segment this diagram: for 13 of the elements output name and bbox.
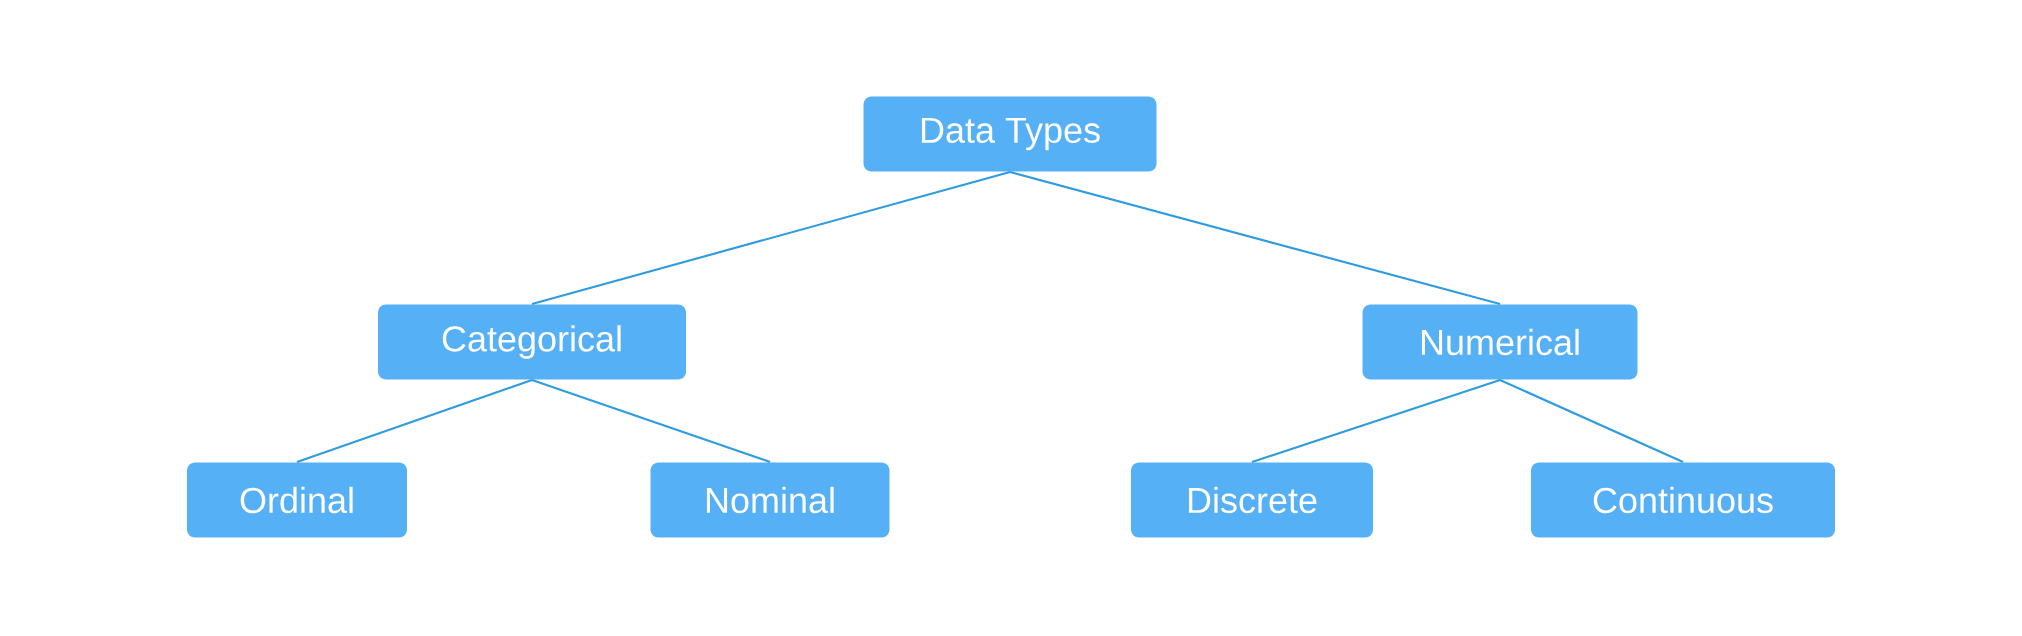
category-box: Numerical	[1362, 304, 1638, 380]
connector-line	[531, 171, 1011, 305]
category-box: Continuous	[1531, 462, 1835, 538]
category-box: Categorical	[378, 304, 686, 380]
category-box: Nominal	[650, 462, 890, 538]
connector-line	[296, 379, 533, 463]
connector-line	[1499, 379, 1684, 463]
connector-line	[1009, 171, 1501, 305]
category-box: Data Types	[863, 96, 1157, 172]
connector-line	[1251, 379, 1501, 463]
category-box: Ordinal	[187, 462, 407, 538]
category-box: Discrete	[1131, 462, 1373, 538]
connector-line	[531, 379, 771, 463]
